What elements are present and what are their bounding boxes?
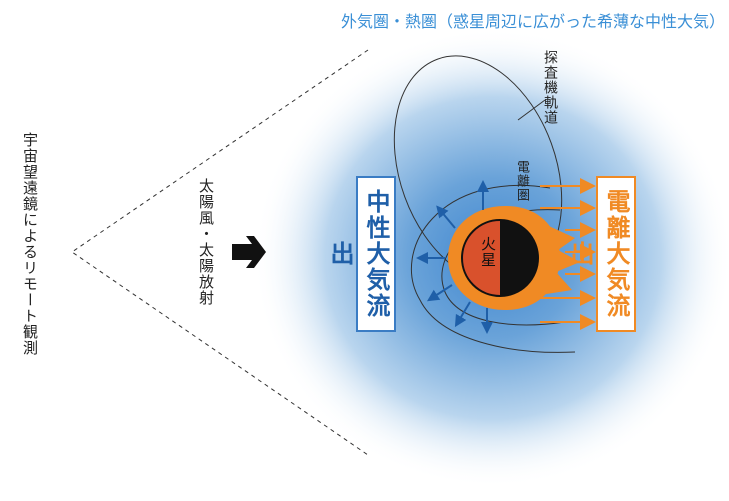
- ion-escape-arrows: [540, 178, 596, 330]
- bow-shock-line: [410, 185, 576, 353]
- mars-planet-night: [500, 220, 538, 296]
- ionosphere-label: 電離圏: [514, 160, 529, 202]
- neutral-escape-arrows: [416, 180, 493, 334]
- neutral-outflow-box: 中性大気流出: [326, 176, 396, 332]
- exosphere-title: 外気圏・熱圏（惑星周辺に広がった希薄な中性大気）: [340, 12, 725, 31]
- mars-label: 火星: [479, 236, 497, 268]
- ion-outflow-label: 電離大気流出: [566, 189, 630, 319]
- orbit-label-leader: [517, 99, 546, 121]
- ionosphere-tail: [540, 222, 580, 295]
- ion-outflow-box: 電離大気流出: [566, 176, 636, 332]
- solar-wind-label: 太陽風・太陽放射: [197, 178, 215, 306]
- solar-wind-arrow-icon: [232, 236, 266, 268]
- remote-observation-label: 宇宙望遠鏡によるリモート観測: [21, 132, 39, 356]
- probe-orbit-label: 探査機軌道: [542, 50, 558, 125]
- neutral-outflow-label: 中性大気流出: [326, 189, 390, 319]
